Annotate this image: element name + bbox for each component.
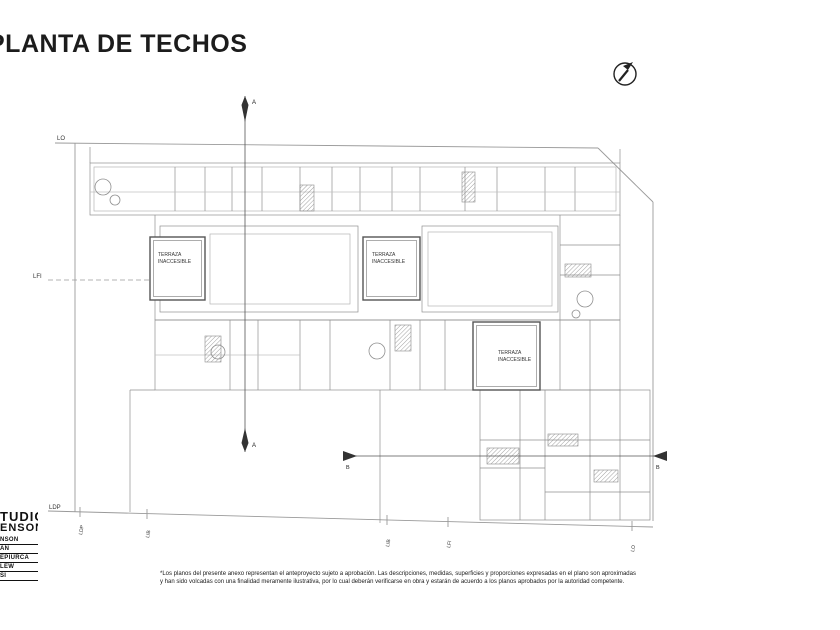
titleblock-row: NSON: [0, 536, 38, 545]
label-lfi-bottom: LFI: [446, 540, 453, 548]
disclaimer-line2: y han sido volcadas con una finalidad me…: [160, 579, 625, 585]
label-lo-bottom: LO: [630, 545, 637, 553]
section-a-top-label: A: [252, 100, 256, 106]
section-line-a: A A: [241, 96, 256, 452]
hatch-areas: [204, 171, 619, 483]
disclaimer: *Los planos del presente anexo represent…: [160, 570, 665, 586]
titleblock-row: SI: [0, 572, 38, 581]
vent-circles: [94, 178, 594, 360]
titleblock-row: LEW: [0, 563, 38, 572]
terrace-3-label-line2: INACCESIBLE: [498, 357, 532, 363]
section-b-right-label: B: [656, 465, 660, 471]
property-boundary: [47, 142, 654, 531]
terrace-1: TERRAZA INACCESIBLE: [149, 236, 206, 301]
label-lib-bottom-2: LIB: [385, 538, 392, 547]
terrace-2-label-line1: TERRAZA: [372, 252, 396, 258]
page-title: PLANTA DE TECHOS: [0, 30, 248, 58]
boundary-labels: LO LFI LDP LDP LIB LIB LFI LO: [33, 136, 637, 552]
titleblock-logo-line1: TUDIO: [0, 510, 38, 524]
roof-geometry: [89, 147, 651, 523]
terrace-1-label-line2: INACCESIBLE: [158, 259, 192, 265]
section-b-left-label: B: [346, 465, 350, 471]
terrace-2: TERRAZA INACCESIBLE: [362, 236, 421, 301]
terrace-3-label-line1: TERRAZA: [498, 350, 522, 356]
label-ldp-bottom: LDP: [78, 524, 86, 535]
label-ldp-left: LDP: [49, 505, 61, 511]
disclaimer-line1: *Los planos del presente anexo represent…: [160, 571, 636, 577]
terrace-1-label-line1: TERRAZA: [158, 252, 182, 258]
label-lib-bottom-1: LIB: [145, 529, 152, 538]
label-lo-left: LO: [57, 136, 65, 142]
terrace-3: TERRAZA INACCESIBLE: [472, 321, 541, 391]
titleblock-row: EPIURCA: [0, 554, 38, 563]
terrace-2-label-line2: INACCESIBLE: [372, 259, 406, 265]
titleblock-row: AN: [0, 545, 38, 554]
section-line-b: B B: [343, 451, 667, 471]
north-arrow-icon: [613, 62, 637, 86]
label-lfi-left: LFI: [33, 274, 42, 280]
section-a-bottom-label: A: [252, 443, 256, 449]
